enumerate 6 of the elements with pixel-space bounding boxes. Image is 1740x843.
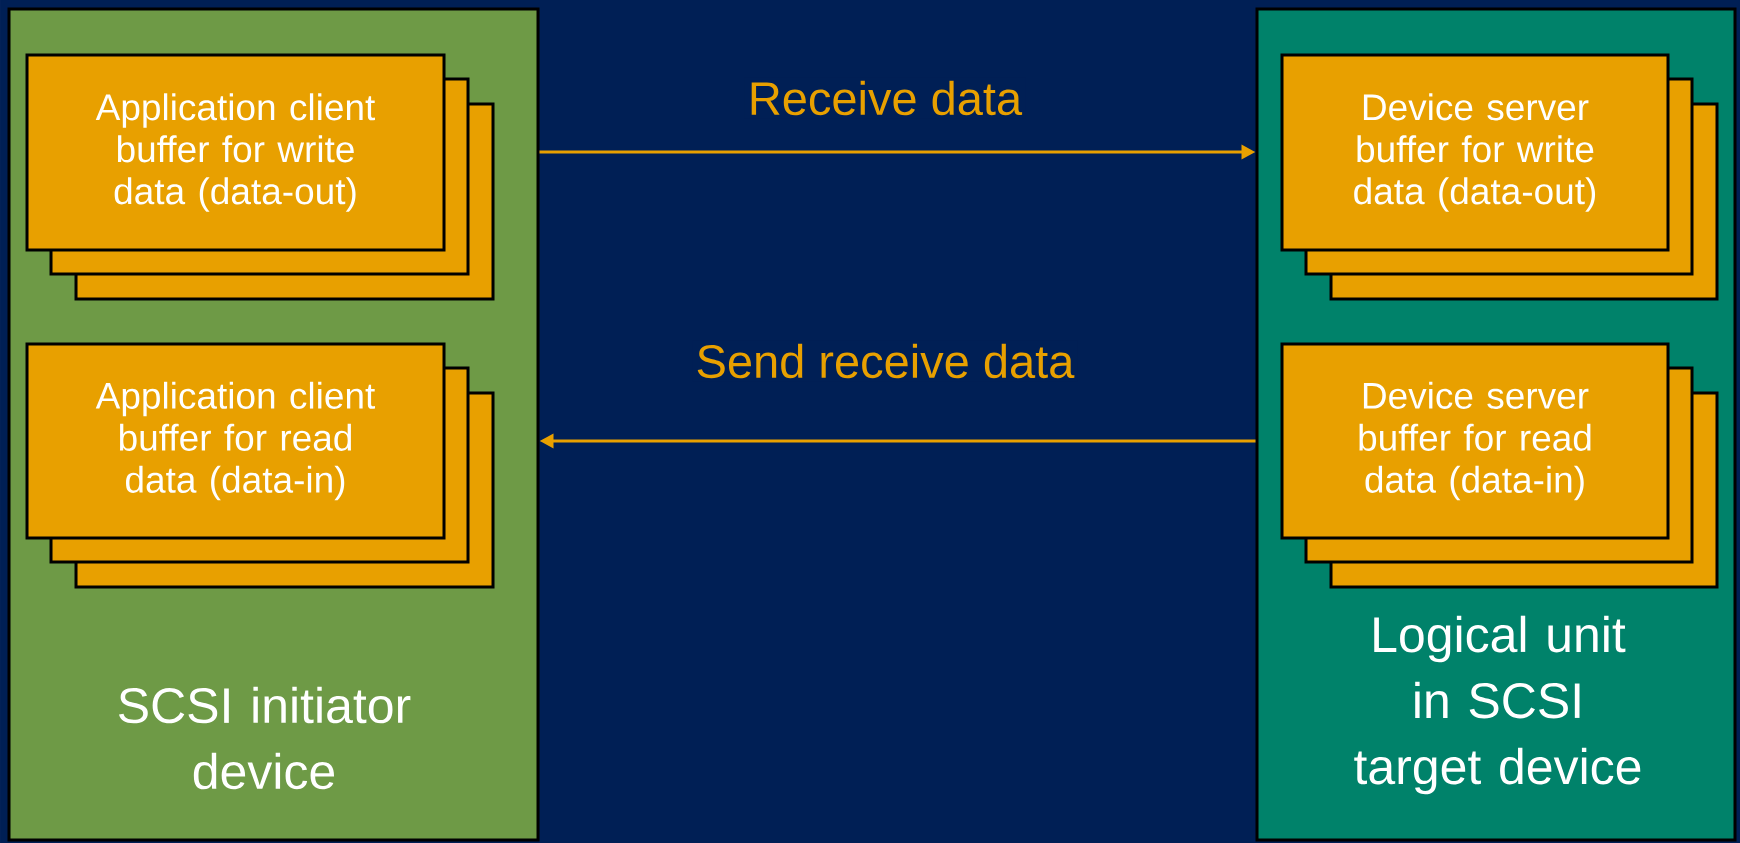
edge-label: Send receive data xyxy=(692,340,1078,382)
buffer-stack: Device server buffer for write data (data-out) xyxy=(1280,53,1719,301)
buffer-stack: Application client buffer for write data (data-out) xyxy=(25,53,495,301)
buffer-stack: Device server buffer for read data (data-in) xyxy=(1280,342,1719,589)
edge-label: Receive data xyxy=(744,77,1026,119)
buffer-stack: Application client buffer for read data (data-in) xyxy=(25,342,495,589)
